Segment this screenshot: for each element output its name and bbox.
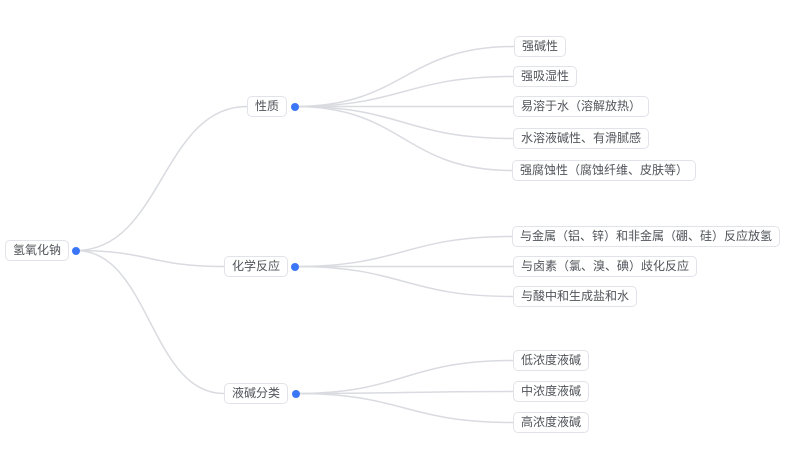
collapse-dot-properties[interactable] <box>291 102 299 111</box>
connector-line <box>75 105 248 252</box>
collapse-dot-alkali-classification[interactable] <box>292 389 300 398</box>
leaf-node[interactable]: 强吸湿性 <box>513 66 578 87</box>
leaf-node[interactable]: 与金属（铝、锌）和非金属（硼、硅）反应放氢 <box>512 226 781 247</box>
node-branch-properties[interactable]: 性质 <box>247 96 288 117</box>
node-branch-alkali-classification[interactable]: 液碱分类 <box>224 383 289 404</box>
connector-line <box>294 105 514 140</box>
leaf-node[interactable]: 水溶液碱性、有滑腻感 <box>513 128 650 149</box>
connector-line <box>295 359 514 395</box>
leaf-node[interactable]: 易溶于水（溶解放热） <box>513 96 650 117</box>
leaf-node[interactable]: 高浓度液碱 <box>513 412 590 433</box>
connector-line <box>294 105 513 172</box>
connector-line <box>295 390 514 395</box>
leaf-node[interactable]: 与卤素（氯、溴、碘）歧化反应 <box>513 256 698 277</box>
connector-line <box>75 249 225 395</box>
connector-line <box>294 75 514 108</box>
node-root[interactable]: 氢氧化钠 <box>5 240 70 261</box>
leaf-node[interactable]: 中浓度液碱 <box>513 381 590 402</box>
node-branch-chemical-reactions[interactable]: 化学反应 <box>224 256 289 277</box>
leaf-node[interactable]: 强碱性 <box>514 36 567 57</box>
connector-line <box>294 265 514 298</box>
connector-line <box>294 235 513 268</box>
leaf-node[interactable]: 低浓度液碱 <box>513 350 590 371</box>
leaf-node[interactable]: 与酸中和生成盐和水 <box>513 286 638 307</box>
collapse-dot-root[interactable] <box>72 246 80 255</box>
connector-line <box>294 45 515 108</box>
connector-line <box>75 249 225 268</box>
connector-line <box>295 392 514 424</box>
collapse-dot-chemical-reactions[interactable] <box>291 262 299 271</box>
leaf-node[interactable]: 强腐蚀性（腐蚀纤维、皮肤等） <box>512 160 697 181</box>
